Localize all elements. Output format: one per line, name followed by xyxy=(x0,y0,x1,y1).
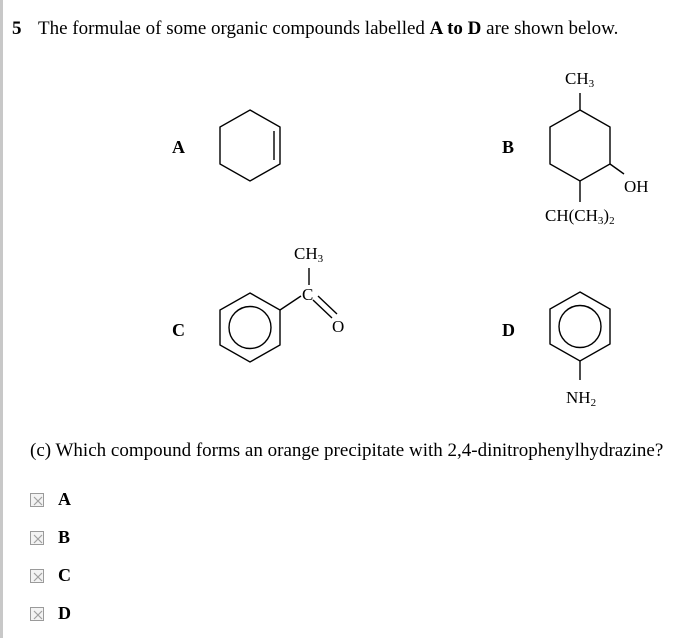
question-number: 5 xyxy=(12,18,22,39)
compound-d-label: D xyxy=(502,320,515,340)
compound-d-amine-text: NH2 xyxy=(566,388,597,409)
page-left-border xyxy=(0,0,3,638)
compound-c-label: C xyxy=(172,320,185,340)
option-b-checkbox[interactable] xyxy=(30,530,44,545)
compound-b-hydroxyl-text: OH xyxy=(624,177,649,196)
stem-text-before: The formulae of some organic compounds l… xyxy=(38,18,430,39)
option-c-label: C xyxy=(58,565,71,585)
compound-c-aromatic-circle xyxy=(228,305,272,350)
option-c-checkbox[interactable] xyxy=(30,568,44,583)
compound-a-label: A xyxy=(172,137,185,157)
option-d-checkbox[interactable] xyxy=(30,606,44,621)
compound-c-carbonyl-bond-1 xyxy=(312,299,333,319)
compound-c-carbonyl-bond-2 xyxy=(317,295,338,315)
option-b[interactable]: B xyxy=(30,527,70,548)
cross-icon xyxy=(33,496,43,505)
compound-c-methyl-text: CH3 xyxy=(294,244,324,265)
option-a[interactable]: A xyxy=(30,489,71,510)
option-d-label: D xyxy=(58,603,71,623)
cross-icon xyxy=(33,534,43,543)
compound-b-label: B xyxy=(502,137,515,157)
option-b-label: B xyxy=(58,527,71,547)
compound-b-isopropyl-text: CH(CH3)2 xyxy=(545,206,615,227)
option-a-checkbox[interactable] xyxy=(30,492,44,507)
compound-c-carbon-text: C xyxy=(302,285,314,304)
compound-b-methyl-text: CH3 xyxy=(565,69,595,90)
cross-icon xyxy=(33,572,43,581)
stem-text-after: are shown below. xyxy=(481,18,619,39)
part-c-question: (c) Which compound forms an orange preci… xyxy=(30,440,664,461)
compound-a-ring xyxy=(219,109,281,182)
compound-c-ring-carbonyl-bond xyxy=(279,295,302,311)
question-stem: 5 The formulae of some organic compounds … xyxy=(12,18,618,40)
compound-d-aromatic-circle xyxy=(558,304,602,349)
option-c[interactable]: C xyxy=(30,565,71,586)
option-a-label: A xyxy=(58,489,71,509)
cross-icon xyxy=(33,610,43,619)
compound-b-ring xyxy=(549,109,611,182)
compound-b-oh-bond xyxy=(609,163,625,175)
stem-text-bold: A to D xyxy=(429,18,482,39)
compound-c-oxygen-text: O xyxy=(332,317,345,336)
option-d[interactable]: D xyxy=(30,603,71,624)
